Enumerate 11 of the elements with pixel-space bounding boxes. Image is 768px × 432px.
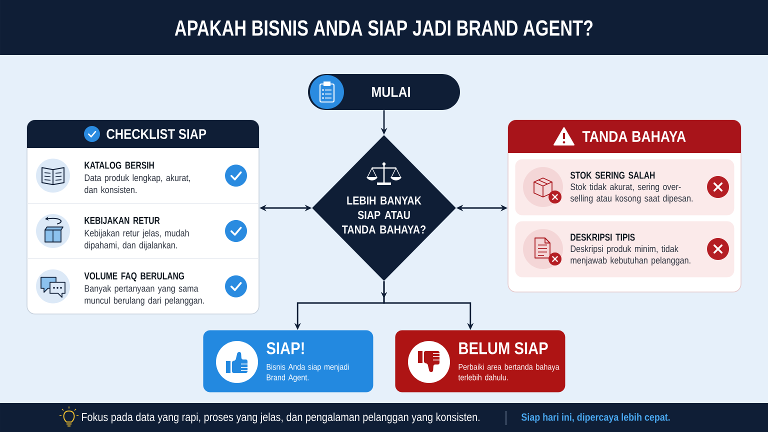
tagline: Siap hari ini, dipercaya lebih cepat. bbox=[521, 413, 670, 423]
item-description: Kebijakan retur jelas, mudah dipahami, dan dijalankan. bbox=[84, 230, 189, 250]
item-title: KEBIJAKAN RETUR bbox=[84, 217, 160, 224]
item-title: VOLUME FAQ BERULANG bbox=[84, 272, 184, 282]
panel-header: TANDA BAHAYA bbox=[508, 120, 741, 153]
item-description: Data produk lengkap, akurat, dan konsisten. bbox=[84, 174, 190, 194]
footer-note: Fokus pada data yang rapi, proses yang jelas, dan pengalaman pelanggan yang konsisten. bbox=[82, 412, 480, 424]
panel-header: CHECKLIST SIAP bbox=[27, 120, 259, 148]
item-title: KATALOG BERSIH bbox=[84, 162, 154, 169]
title: APAKAH BISNIS ANDA SIAP JADI BRAND AGENT? bbox=[174, 20, 593, 36]
item-description: Banyak pertanyaan yang sama muncul berulang dari pelanggan. bbox=[84, 284, 204, 306]
